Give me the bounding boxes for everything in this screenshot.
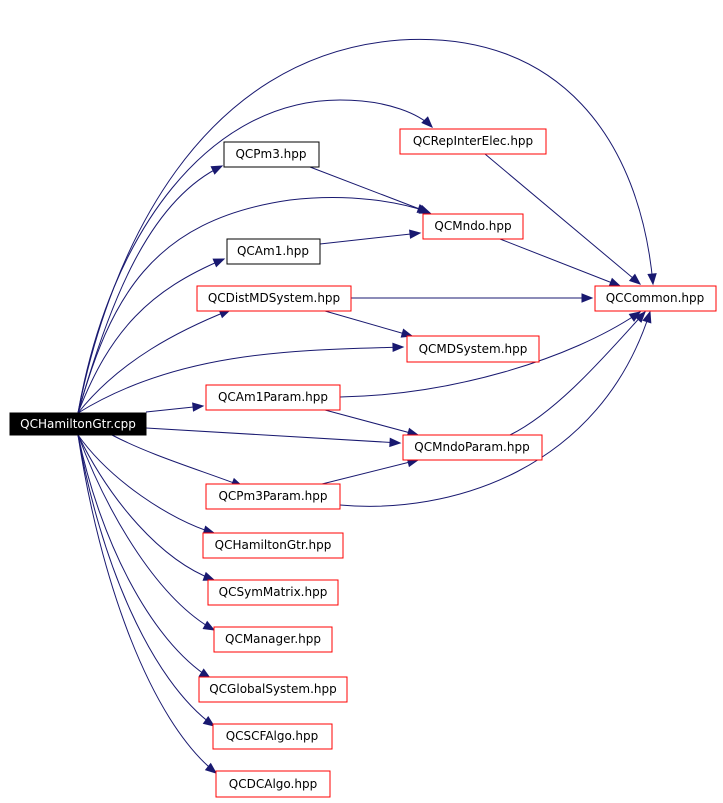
edge-root-to-mndoparam: [145, 427, 401, 444]
edge-root-to-dcalgo: [77, 434, 217, 774]
edge-root-to-symmatrix: [77, 434, 215, 581]
node-qcam1-hpp[interactable]: QCAm1.hpp: [226, 238, 321, 265]
node-qcdistmdsystem-hpp[interactable]: QCDistMDSystem.hpp: [196, 285, 352, 312]
node-qcpm3param-hpp[interactable]: QCPm3Param.hpp: [205, 483, 341, 510]
edge-pm3-to-mndo: [309, 166, 431, 214]
edge-mndo-to-common: [499, 238, 621, 287]
arrowhead-pm3-to-mndo: [418, 204, 432, 214]
node-qcmndoparam-hpp[interactable]: QCMndoParam.hpp: [402, 434, 543, 461]
node-label: QCSCFAlgo.hpp: [226, 729, 319, 743]
node-label: QCCommon.hpp: [606, 291, 705, 305]
node-label: QCAm1Param.hpp: [218, 390, 328, 404]
node-label: QCMndo.hpp: [434, 219, 511, 233]
edge-am1param-to-mndoparam: [324, 409, 419, 436]
edge-root-to-repinter: [77, 99, 433, 414]
graph-nodes: QCHamiltonGtr.cpp QCPm3.hpp QCAm1.hpp QC…: [9, 128, 717, 798]
node-qcdcalgo-hpp[interactable]: QCDCAlgo.hpp: [215, 770, 331, 798]
node-qcscfalgo-hpp[interactable]: QCSCFAlgo.hpp: [212, 723, 333, 750]
node-label: QCHamiltonGtr.hpp: [215, 538, 332, 552]
edge-repinter-to-common: [484, 153, 641, 285]
node-qcglobalsystem-hpp[interactable]: QCGlobalSystem.hpp: [198, 676, 348, 703]
arrowhead-root-to-pm3: [210, 165, 224, 175]
node-label: QCMndoParam.hpp: [414, 440, 529, 454]
node-label: QCGlobalSystem.hpp: [209, 682, 337, 696]
node-qcrepinterelec-hpp[interactable]: QCRepInterElec.hpp: [399, 128, 547, 155]
arrowhead-am1-to-mndo: [409, 229, 422, 239]
node-qcam1param-hpp[interactable]: QCAm1Param.hpp: [205, 384, 341, 411]
edge-root-to-manager: [77, 434, 215, 631]
arrowhead-pm3param-to-common: [642, 310, 652, 324]
node-label: QCManager.hpp: [225, 632, 321, 646]
edge-am1param-to-common: [339, 311, 641, 398]
arrowhead-root-to-repinter: [421, 116, 433, 128]
arrowhead-root-to-common: [647, 273, 657, 286]
node-label: QCRepInterElec.hpp: [413, 134, 533, 148]
arrowhead-root-to-am1: [212, 258, 226, 268]
arrowhead-root-to-am1param: [192, 402, 205, 412]
edge-pm3param-to-mndoparam: [321, 459, 419, 485]
node-qcmanager-hpp[interactable]: QCManager.hpp: [213, 626, 333, 653]
edge-root-to-mdsystem: [77, 346, 404, 414]
arrowhead-distmd-to-common: [581, 293, 594, 303]
arrowhead-root-to-dcalgo: [204, 762, 218, 774]
arrowhead-mndo-to-common: [608, 277, 622, 287]
arrowhead-root-to-manager: [202, 620, 216, 631]
arrowhead-root-to-symmatrix: [202, 571, 216, 581]
node-qchamiltongtr-cpp[interactable]: QCHamiltonGtr.cpp: [9, 412, 147, 436]
node-qcsymmatrix-hpp[interactable]: QCSymMatrix.hpp: [207, 579, 339, 606]
arrowhead-root-to-mdsystem: [392, 342, 405, 353]
node-label: QCSymMatrix.hpp: [219, 585, 328, 599]
edge-root-to-am1: [77, 258, 225, 414]
edge-root-to-common: [77, 38, 654, 414]
edge-root-to-globalsys: [77, 434, 211, 679]
dependency-edges: [77, 38, 657, 774]
edge-root-to-pm3param: [111, 434, 243, 487]
edge-pm3param-to-common: [339, 311, 651, 507]
edge-am1-to-mndo: [319, 232, 421, 245]
arrowhead-root-to-mndoparam: [389, 437, 402, 448]
node-label: QCHamiltonGtr.cpp: [20, 417, 136, 431]
node-qccommon-hpp[interactable]: QCCommon.hpp: [594, 285, 717, 312]
edge-mndoparam-to-common: [509, 311, 646, 436]
node-label: QCAm1.hpp: [237, 244, 309, 258]
node-label: QCDCAlgo.hpp: [229, 777, 317, 791]
node-label: QCPm3Param.hpp: [218, 489, 327, 503]
arrowhead-repinter-to-common: [628, 273, 642, 285]
node-qchamiltongtr-hpp[interactable]: QCHamiltonGtr.hpp: [202, 532, 344, 559]
edge-root-to-hamhpp: [77, 434, 215, 534]
node-label: QCDistMDSystem.hpp: [208, 291, 340, 305]
edge-root-to-distmd: [77, 309, 231, 414]
edge-root-to-mndo: [77, 197, 429, 414]
edge-root-to-scfalgo: [77, 434, 215, 727]
arrowhead-root-to-scfalgo: [202, 716, 216, 727]
arrowhead-mndoparam-to-common: [634, 311, 646, 323]
node-label: QCPm3.hpp: [235, 147, 306, 161]
node-qcmdsystem-hpp[interactable]: QCMDSystem.hpp: [406, 335, 540, 363]
edge-distmd-to-mdsystem: [324, 310, 413, 337]
node-label: QCMDSystem.hpp: [419, 342, 528, 356]
node-qcpm3-hpp[interactable]: QCPm3.hpp: [223, 141, 320, 168]
node-qcmndo-hpp[interactable]: QCMndo.hpp: [422, 213, 524, 240]
